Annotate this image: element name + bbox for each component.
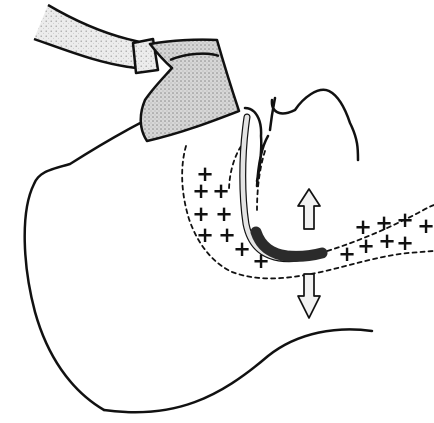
plus-sign-13: + xyxy=(396,231,414,255)
hose-icon xyxy=(34,5,146,68)
up-arrow-icon xyxy=(298,189,320,229)
plus-sign-6: + xyxy=(196,223,214,247)
plus-sign-3: + xyxy=(212,179,230,203)
plus-sign-14: + xyxy=(354,215,372,239)
plus-sign-8: + xyxy=(233,237,251,261)
plus-sign-15: + xyxy=(375,211,393,235)
down-arrow-icon xyxy=(298,274,320,318)
plus-sign-2: + xyxy=(192,179,210,203)
mask-assembly xyxy=(34,5,239,141)
plus-sign-16: + xyxy=(396,208,414,232)
plus-sign-9: + xyxy=(252,249,270,273)
tube-icon xyxy=(243,117,322,259)
plus-sign-10: + xyxy=(338,242,356,266)
plus-sign-17: + xyxy=(417,214,434,238)
